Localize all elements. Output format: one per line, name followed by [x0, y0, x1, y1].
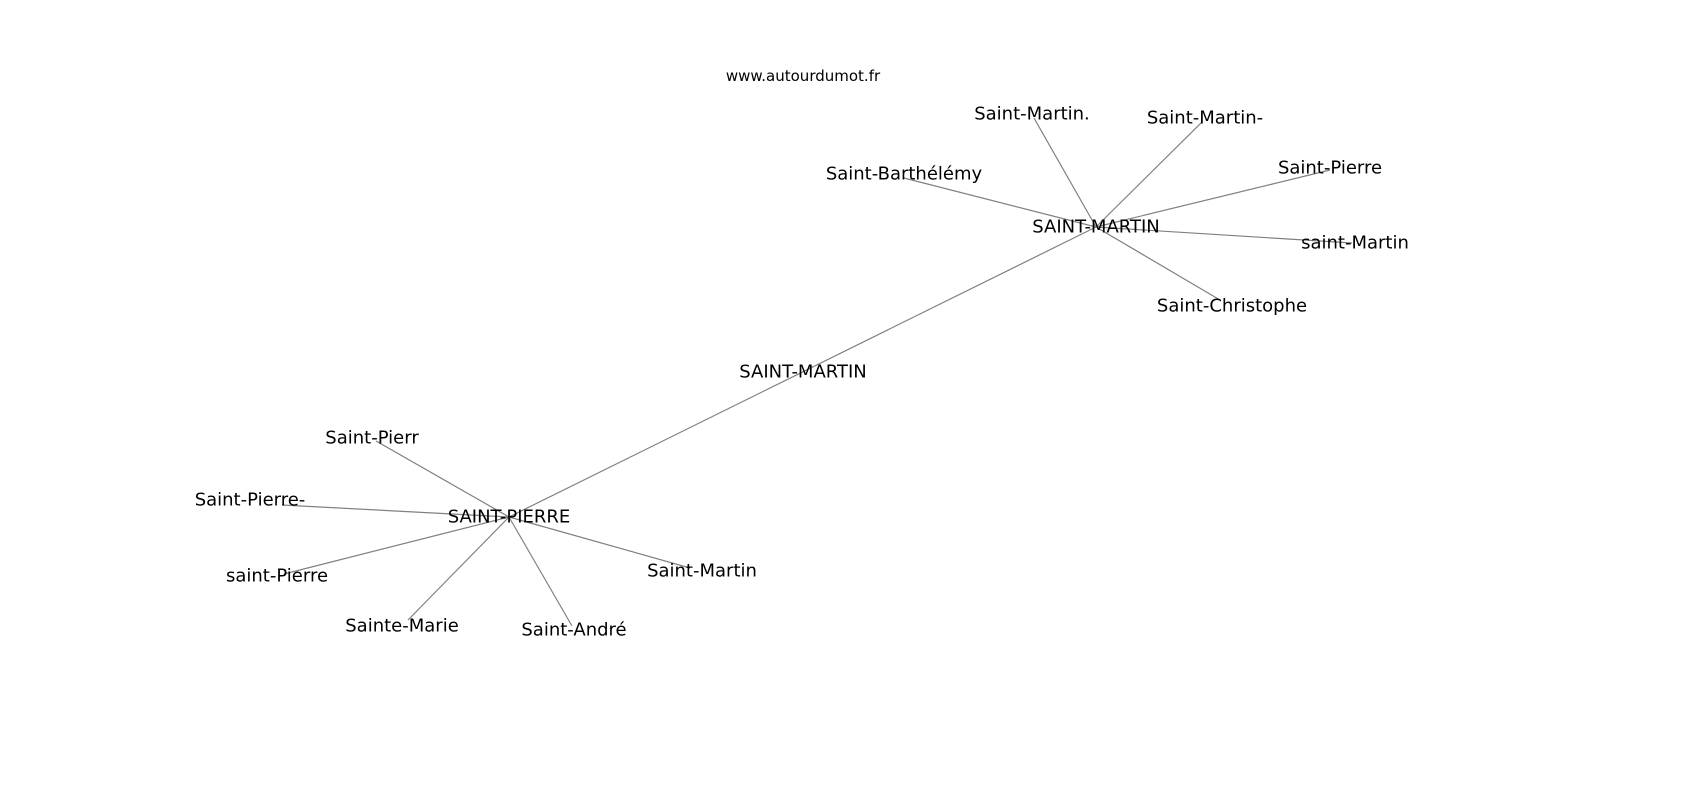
- edge: [508, 516, 691, 569]
- neighbor-node-label[interactable]: Saint-Pierr: [325, 427, 419, 449]
- neighbor-node-label[interactable]: Sainte-Marie: [345, 615, 459, 637]
- edge: [281, 504, 510, 518]
- neighbor-node-label[interactable]: Saint-Pierre-: [194, 489, 306, 511]
- hub-node-label[interactable]: SAINT-PIERRE: [447, 506, 571, 528]
- neighbor-node-label[interactable]: Saint-Pierre: [1277, 157, 1383, 179]
- edge: [407, 516, 510, 621]
- neighbor-node-label[interactable]: Saint-Christophe: [1156, 295, 1308, 317]
- neighbor-node-label[interactable]: Saint-Barthélémy: [825, 163, 983, 185]
- link-label: SAINT-MARTIN: [739, 361, 867, 383]
- edge: [508, 516, 573, 627]
- edge: [1095, 121, 1203, 228]
- edge: [1033, 117, 1097, 228]
- edge: [903, 177, 1097, 228]
- edge: [1095, 226, 1221, 301]
- hub-node-label[interactable]: SAINT-MARTIN: [1032, 216, 1160, 238]
- neighbor-node-label[interactable]: Saint-Martin: [647, 560, 757, 582]
- neighbor-node-label[interactable]: saint-Pierre: [225, 565, 329, 587]
- hub-link-edge: [508, 226, 1097, 518]
- edge: [1095, 226, 1353, 244]
- neighbor-node-label[interactable]: Saint-Martin.: [974, 103, 1090, 125]
- edge: [283, 516, 510, 575]
- neighbor-node-label[interactable]: Saint-Martin-: [1146, 107, 1264, 129]
- neighbor-node-label[interactable]: Saint-André: [521, 619, 627, 641]
- edge: [375, 440, 510, 518]
- watermark: www.autourdumot.fr: [725, 67, 881, 85]
- neighbor-node-label[interactable]: saint-Martin: [1301, 232, 1409, 254]
- edge: [1095, 169, 1331, 228]
